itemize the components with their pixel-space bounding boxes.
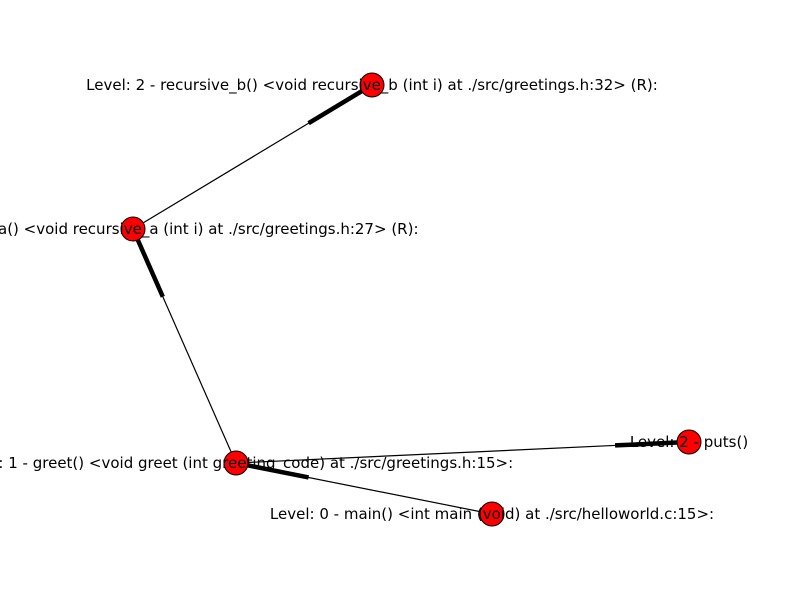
labels-layer: Level: 0 - main() <int main (void) at ./… (0, 76, 748, 523)
edge-arrowhead (614, 440, 678, 448)
node-label-recursive_a: Level: 1 - recursive_a() <void recursive… (0, 220, 418, 239)
node-label-recursive_b: Level: 2 - recursive_b() <void recursive… (86, 76, 658, 95)
edge-arrowhead (307, 89, 363, 126)
node-main (479, 501, 505, 527)
edge-line (235, 441, 690, 464)
edges-layer (132, 84, 690, 515)
edge-main-to-greet (235, 462, 493, 515)
node-label-main: Level: 0 - main() <int main (void) at ./… (270, 505, 714, 523)
edge-greet-to-recursive_a (132, 228, 237, 464)
node-recursive_b (359, 72, 385, 98)
edge-arrowhead (247, 463, 310, 480)
node-label-greet: Level: 1 - greet() <void greet (int gree… (0, 454, 513, 473)
node-puts (676, 429, 702, 455)
nodes-layer (120, 72, 702, 527)
edge-greet-to-puts (235, 440, 690, 464)
edge-recursive_a-to-recursive_b (132, 84, 373, 230)
node-label-puts: Level: 2 - puts() (630, 433, 748, 451)
edge-arrowhead (135, 239, 165, 298)
node-recursive_a (120, 216, 146, 242)
node-greet (223, 450, 249, 476)
